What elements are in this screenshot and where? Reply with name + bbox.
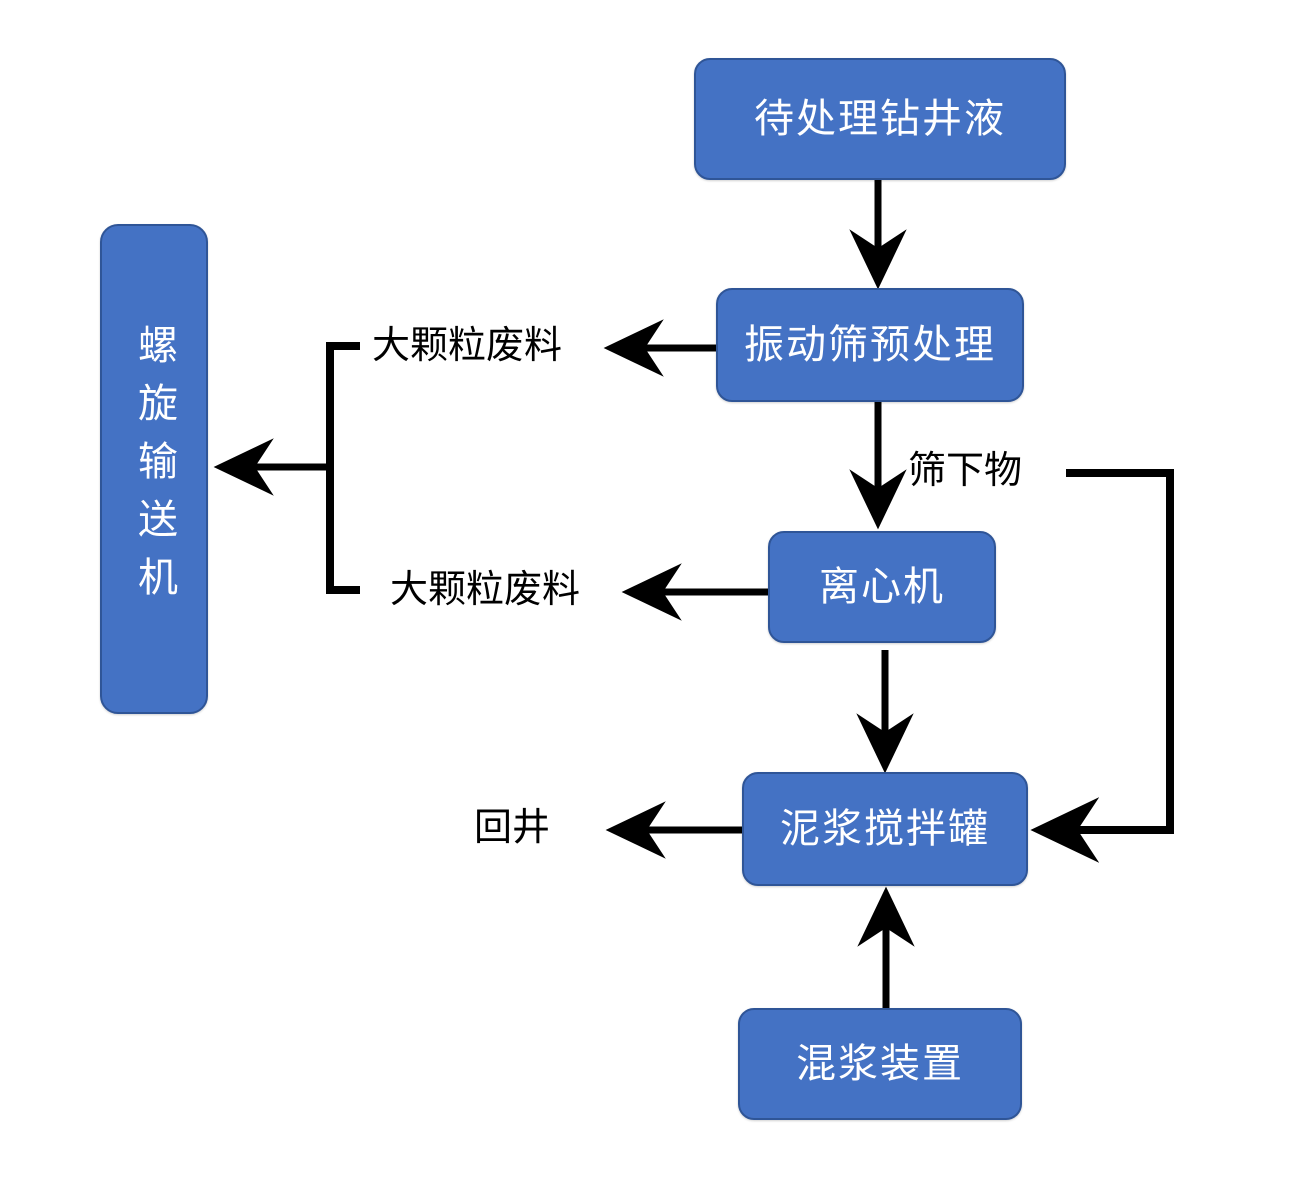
node-label-screw-conveyor: 螺旋输送机 [132, 324, 177, 614]
edge-label-screen-underflow: 筛下物 [908, 450, 1023, 492]
node-label-raw-drilling-fluid: 待处理钻井液 [754, 96, 1006, 141]
node-label-shale-shaker: 振动筛预处理 [744, 322, 996, 367]
node-label-mud-mixing-tank: 泥浆搅拌罐 [780, 806, 990, 851]
edge-label-return-to-well: 回井 [474, 807, 551, 849]
node-mud-mixing-tank[interactable]: 泥浆搅拌罐 [742, 772, 1028, 886]
edge-label-coarse-waste-bottom: 大颗粒废料 [390, 569, 581, 611]
node-raw-drilling-fluid[interactable]: 待处理钻井液 [694, 58, 1066, 180]
node-slurry-mixer[interactable]: 混浆装置 [738, 1008, 1022, 1120]
connector-coarse-waste-bracket [213, 342, 360, 594]
node-centrifuge[interactable]: 离心机 [768, 531, 996, 643]
node-shale-shaker[interactable]: 振动筛预处理 [716, 288, 1024, 402]
node-label-slurry-mixer: 混浆装置 [796, 1041, 964, 1086]
edge-label-coarse-waste-top: 大颗粒废料 [372, 325, 563, 367]
connector-underflow-to-mud-tank [1030, 469, 1174, 863]
node-screw-conveyor[interactable]: 螺旋输送机 [100, 224, 208, 714]
node-label-centrifuge: 离心机 [819, 564, 945, 609]
